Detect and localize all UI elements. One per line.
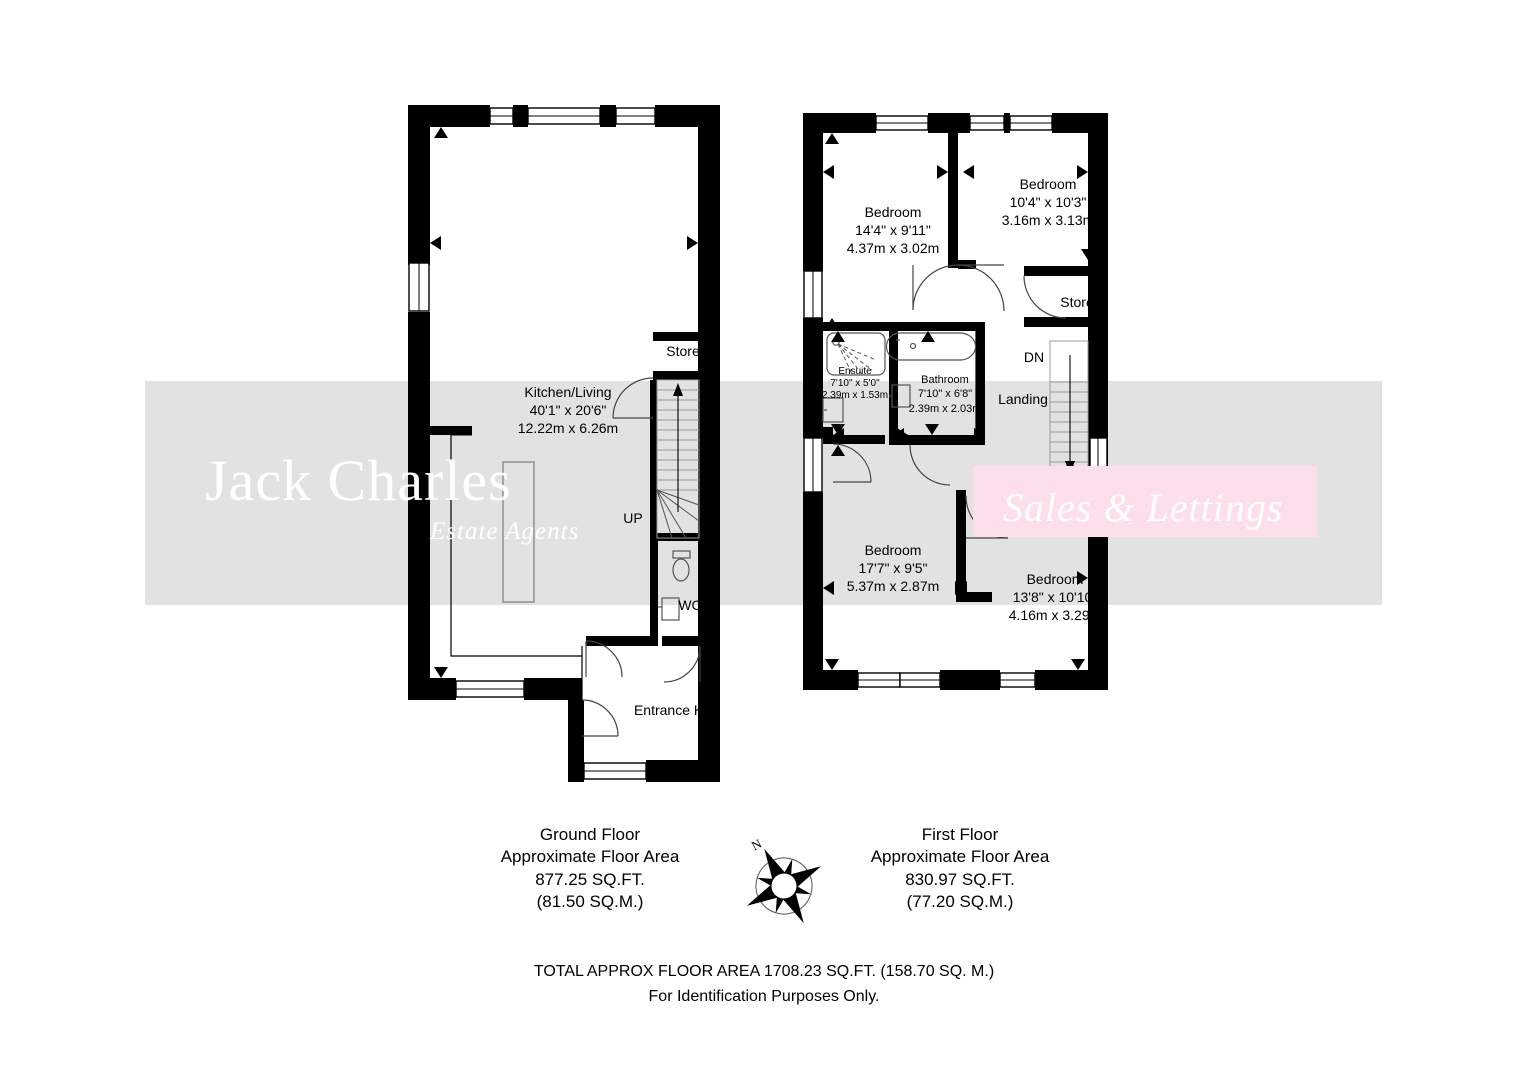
ground-floor-doors	[581, 377, 701, 737]
room-name: Bedroom	[864, 204, 922, 220]
room-dim-imperial: 7'10" x 5'0"	[830, 378, 880, 390]
room-label-entrance-hall: Entrance Hall	[633, 702, 719, 718]
first-floor-caption: First Floor Approximate Floor Area 830.9…	[810, 824, 1110, 914]
room-dim-metric: 2.39m x 1.53m	[821, 390, 889, 402]
room-label-wc: WC	[678, 597, 702, 613]
room-name: Kitchen/Living	[524, 384, 612, 400]
stair-direction-up-label: UP	[623, 510, 643, 526]
kitchen-island	[502, 461, 535, 603]
room-dim-metric: 4.16m x 3.29m	[1008, 607, 1102, 624]
stair-direction-dn-label: DN	[1023, 349, 1045, 365]
caption-line-1: First Floor	[921, 825, 999, 844]
room-dim-imperial: 14'4" x 9'11"	[855, 222, 931, 239]
room-dim-metric: 4.37m x 3.02m	[846, 240, 940, 257]
room-name: Bedroom	[1026, 571, 1084, 587]
caption-line-3: 877.25 SQ.FT.	[535, 869, 645, 889]
caption-line-2: Approximate Floor Area	[500, 847, 680, 867]
caption-line-2: Approximate Floor Area	[870, 847, 1050, 867]
room-label-first-store: Store	[1060, 294, 1094, 310]
room-label-kitchen-living: Kitchen/Living 40'1" x 20'6" 12.22m x 6.…	[478, 383, 658, 438]
room-dim-imperial: 10'4" x 10'3"	[1009, 194, 1087, 211]
ground-floor-plan	[408, 105, 720, 782]
first-floor-dim-arrows	[823, 133, 1106, 670]
first-floor-interior-walls	[823, 122, 1090, 602]
total-floor-area-text: TOTAL APPROX FLOOR AREA 1708.23 SQ.FT. (…	[533, 963, 995, 980]
watermark-brand-name: Jack Charles	[205, 448, 512, 513]
ground-floor-interior-walls	[430, 332, 700, 646]
wc-fixtures	[658, 550, 691, 621]
room-label-bathroom: Bathroom 7'10" x 6'8" 2.39m x 2.03m	[890, 373, 1000, 416]
room-dim-imperial: 40'1" x 20'6"	[529, 402, 607, 419]
first-floor-plan	[803, 113, 1108, 690]
room-label-ground-store: Store	[666, 343, 700, 359]
caption-line-1: Ground Floor	[539, 825, 641, 844]
room-name: Bathroom	[921, 374, 969, 386]
ground-floor-thin-lines	[450, 435, 583, 700]
room-label-bedroom-4: Bedroom 13'8" x 10'10" 4.16m x 3.29m	[975, 570, 1135, 625]
watermark-brand-tagline: Estate Agents	[430, 518, 580, 545]
caption-line-4: (81.50 SQ.M.)	[536, 892, 644, 912]
room-label-bedroom-3: Bedroom 17'7" x 9'5" 5.37m x 2.87m	[818, 541, 968, 596]
ground-floor-dim-arrows	[430, 127, 698, 678]
room-dim-metric: 12.22m x 6.26m	[517, 420, 619, 437]
room-label-ensuite: Ensuite 7'10" x 5'0" 2.39m x 1.53m	[805, 366, 905, 403]
ground-floor-walls	[408, 105, 720, 782]
compass-rose	[746, 848, 822, 924]
ground-floor-caption: Ground Floor Approximate Floor Area 877.…	[440, 824, 740, 914]
room-dim-imperial: 17'7" x 9'5"	[858, 560, 928, 577]
room-name: Bedroom	[1019, 176, 1077, 192]
caption-line-4: (77.20 SQ.M.)	[906, 892, 1014, 912]
room-dim-imperial: 13'8" x 10'10"	[1012, 589, 1098, 606]
identification-disclaimer-text: For Identification Purposes Only.	[648, 988, 880, 1005]
bathroom-fixtures	[885, 332, 977, 408]
watermark-sales-lettings: Sales & Lettings	[1003, 485, 1284, 530]
first-floor-walls	[803, 113, 1108, 690]
room-dim-metric: 5.37m x 2.87m	[846, 578, 940, 595]
room-label-bedroom-2: Bedroom 10'4" x 10'3" 3.16m x 3.13m	[968, 175, 1128, 230]
ground-floor-staircase	[656, 379, 700, 539]
ensuite-shower-fixture	[822, 332, 886, 423]
watermark-pink-band	[973, 466, 1317, 537]
room-dim-metric: 2.39m x 2.03m	[908, 402, 982, 415]
first-floor-doors	[832, 264, 1067, 539]
room-label-bedroom-1: Bedroom 14'4" x 9'11" 4.37m x 3.02m	[818, 203, 968, 258]
room-dim-imperial: 7'10" x 6'8"	[917, 388, 973, 401]
room-name: Bedroom	[864, 542, 922, 558]
room-name: Ensuite	[838, 366, 872, 377]
caption-line-3: 830.97 SQ.FT.	[905, 869, 1015, 889]
room-label-landing: Landing	[998, 391, 1048, 407]
room-dim-metric: 3.16m x 3.13m	[1001, 212, 1095, 229]
